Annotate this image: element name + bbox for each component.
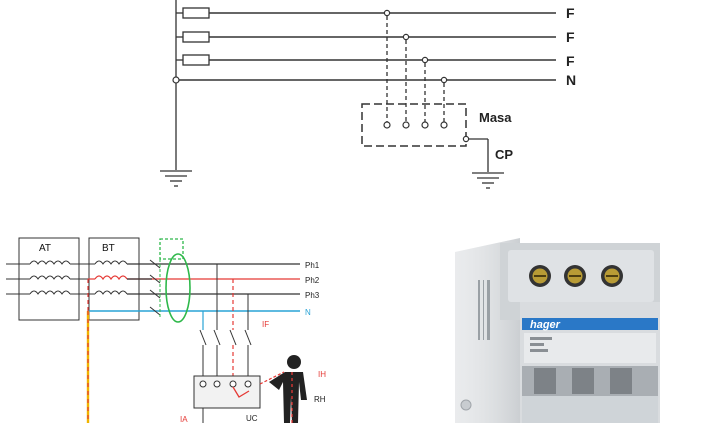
- fault-current-label: IF: [262, 320, 269, 329]
- equipment-label: UC: [246, 414, 258, 423]
- line-label-f2: F: [566, 29, 575, 45]
- impedance-symbol: [182, 31, 210, 43]
- terminal-screw-icon: [601, 265, 623, 287]
- line-label-n: N: [305, 308, 311, 317]
- ground-current-label: IA: [180, 415, 188, 423]
- transformer-bt-label: BT: [102, 243, 115, 254]
- ground-symbol-icon: [160, 170, 192, 187]
- toggle-lever: [572, 368, 594, 394]
- terminal-screw-icon: [529, 265, 551, 287]
- circuit-breaker-photo: hager: [455, 238, 660, 423]
- brand-logo: hager: [530, 319, 561, 331]
- human-current-label: IH: [318, 370, 326, 379]
- line-label-f1: F: [566, 5, 575, 21]
- differential-sensor-ring: [165, 253, 191, 323]
- line-label-ph2: Ph2: [305, 276, 320, 285]
- impedance-symbol: [182, 54, 210, 66]
- line-label-ph1: Ph1: [305, 261, 320, 270]
- line-label-f3: F: [566, 53, 575, 69]
- person-icon: [269, 355, 307, 423]
- top-distribution-diagram: F F F N Masa CP: [160, 0, 576, 189]
- brand-band: [522, 318, 658, 330]
- impedance-symbol: [182, 7, 210, 19]
- transformer-at-label: AT: [39, 243, 51, 254]
- toggle-lever: [534, 368, 556, 394]
- mass-label: Masa: [479, 110, 512, 125]
- ground-symbol-icon: [472, 172, 504, 189]
- coil-windings: [29, 260, 128, 295]
- trip-relay-box: [159, 238, 184, 260]
- cp-label: CP: [495, 147, 513, 162]
- bottom-protection-diagram: AT BT Ph1 Ph2 Ph3 N: [6, 237, 326, 424]
- line-label-n: N: [566, 72, 576, 88]
- human-resistance-label: RH: [314, 395, 326, 404]
- line-label-ph3: Ph3: [305, 291, 320, 300]
- toggle-lever: [610, 368, 632, 394]
- terminal-screw-icon: [564, 265, 586, 287]
- equipment-mass-enclosure: [361, 103, 467, 147]
- load-drop-wires: [386, 16, 445, 122]
